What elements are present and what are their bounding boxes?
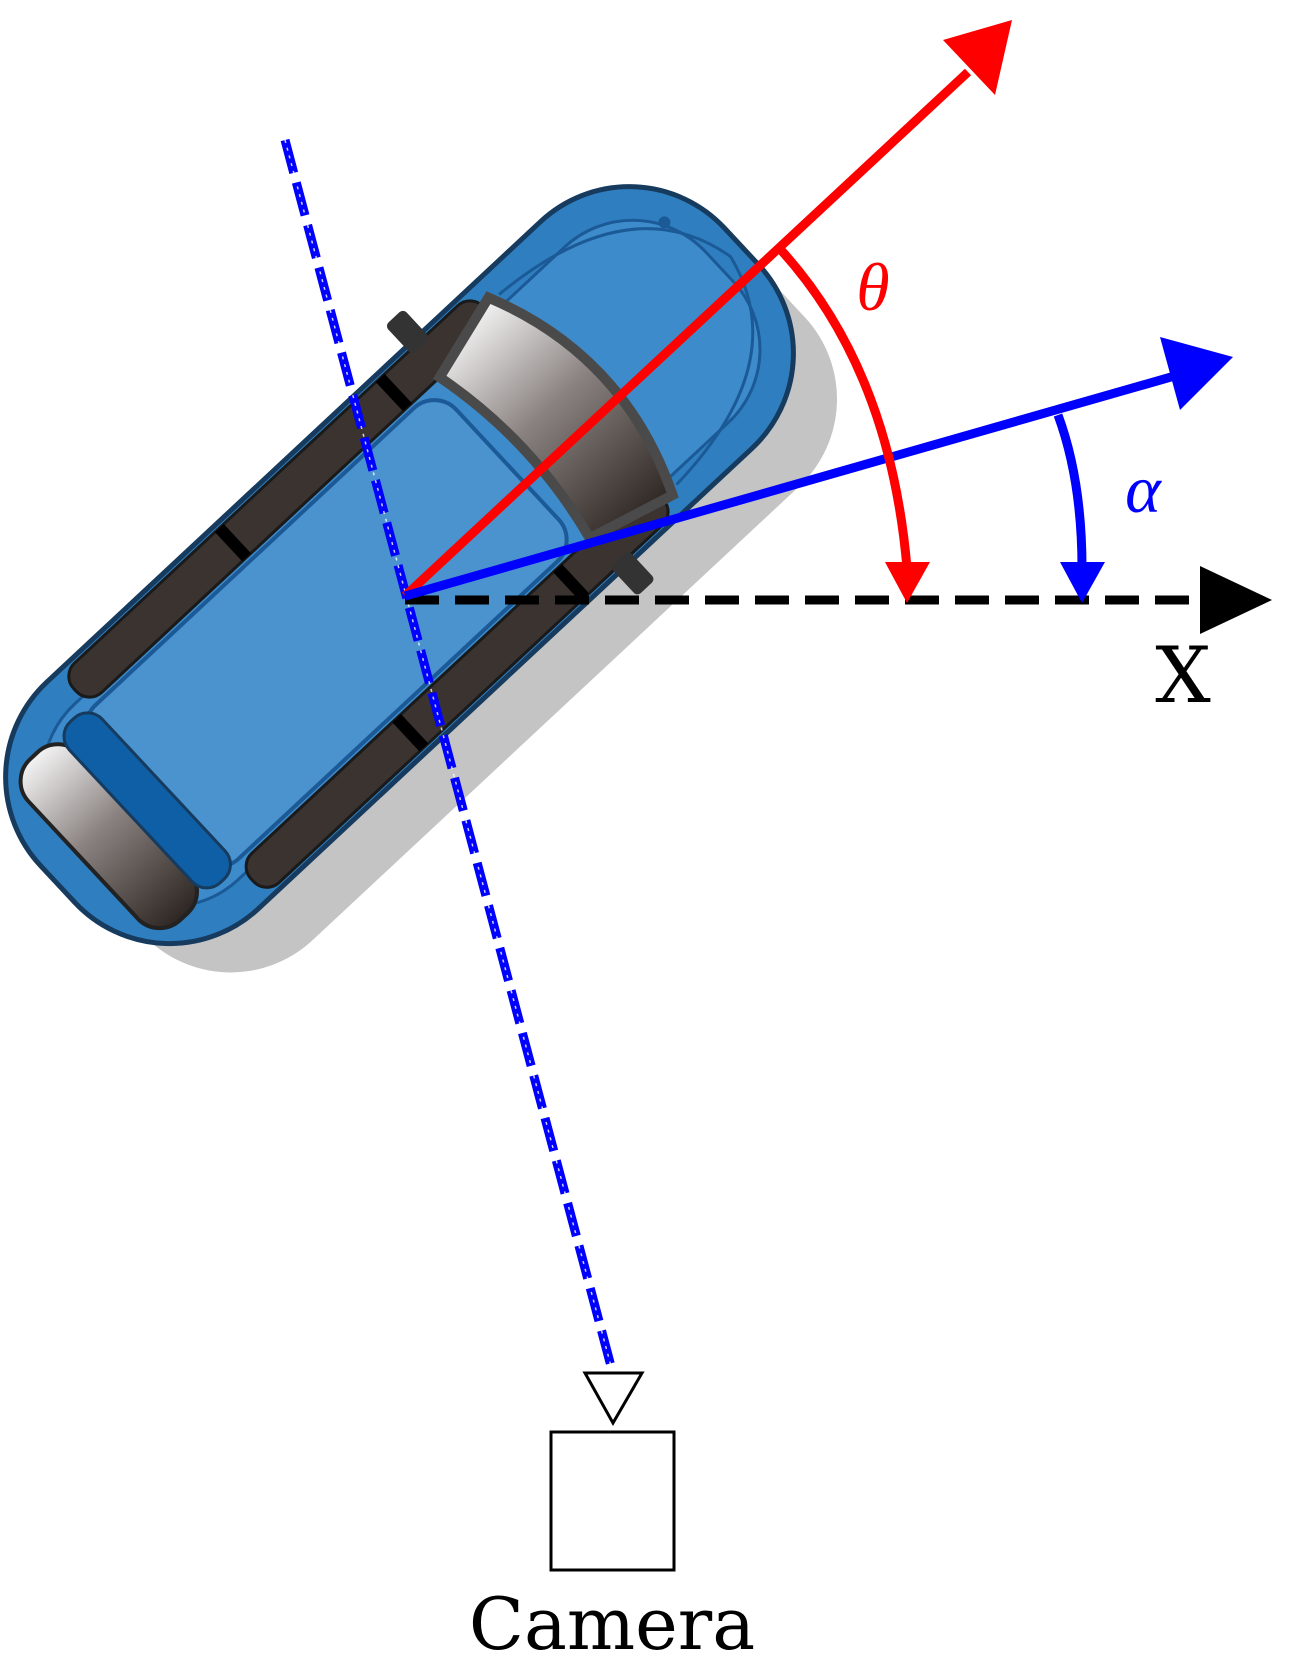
theta-arc (777, 246, 912, 569)
heading-arrowhead (943, 20, 1012, 95)
alpha-label: α (1125, 451, 1162, 527)
car-windshield (432, 291, 679, 545)
camera-box (549, 1430, 676, 1572)
alpha-ray-arrowhead (1160, 337, 1233, 410)
alpha-arc (1053, 413, 1087, 569)
theta-label: θ (856, 249, 889, 325)
car-mirror-left (386, 310, 429, 353)
car-mirror-right (612, 552, 654, 595)
theta-arc-arrowhead (885, 562, 930, 603)
alpha-ray-line (403, 368, 1187, 601)
alpha-arc-arrowhead (1060, 562, 1105, 603)
x-axis-label: X (1155, 631, 1211, 721)
heading-arrow-line (401, 68, 972, 600)
camera-lens-triangle (582, 1371, 645, 1427)
camera-label: Camera (469, 1582, 755, 1659)
x-axis-arrowhead (1200, 566, 1272, 634)
camera-ray-dashed (280, 138, 617, 1372)
car (3, 184, 837, 973)
